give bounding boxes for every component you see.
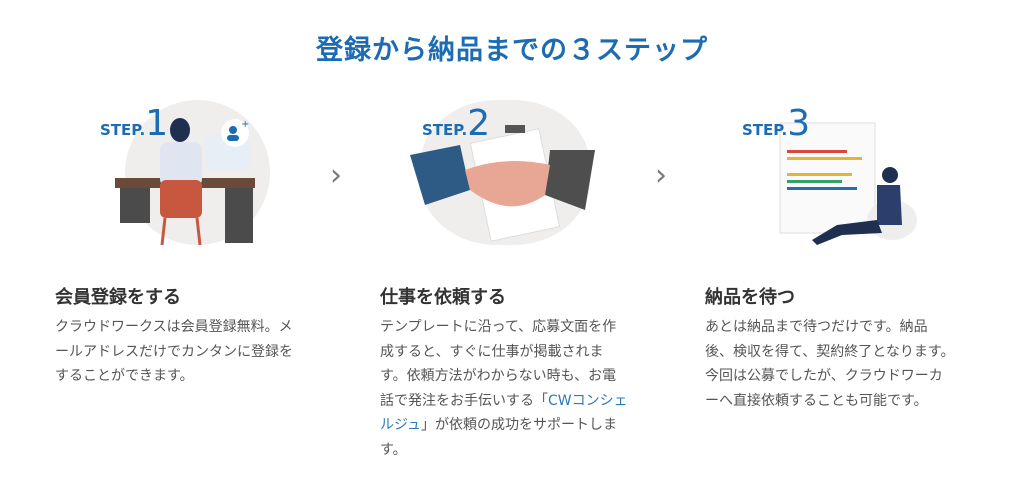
step-1: + STEP.1 (100, 95, 390, 260)
step-1-description: クラウドワークスは会員登録無料。メールアドレスだけでカンタンに登録をすることがで… (55, 319, 293, 384)
cw-concierge-link[interactable]: CWコンシェルジュ (380, 392, 628, 434)
chevron-right-icon: › (330, 158, 342, 193)
chevron-right-icon: › (655, 158, 667, 193)
step-number: 3 (787, 103, 811, 144)
step-3: STEP.3 (742, 95, 1024, 260)
step-3-heading: 納品を待つ (705, 287, 795, 308)
svg-text:+: + (241, 119, 249, 130)
schedule-board-icon (779, 122, 917, 245)
description-text: 」が依頼の成功をサポートします。 (380, 417, 618, 458)
step-1-illustration: + STEP.1 (100, 95, 280, 260)
handshake-icon (410, 125, 595, 242)
page-title: 登録から納品までの３ステップ (316, 35, 708, 66)
step-label: STEP. (742, 121, 788, 139)
step-number: 2 (467, 103, 491, 144)
step-2-illustration: STEP.2 (410, 95, 600, 260)
desk-worker-icon: + (115, 118, 255, 246)
description-text: テンプレートに沿って、応募文面を作成すると、すぐに仕事が掲載されます。依頼方法が… (380, 319, 617, 409)
step-1-heading: 会員登録をする (55, 287, 181, 308)
step-2-description: テンプレートに沿って、応募文面を作成すると、すぐに仕事が掲載されます。依頼方法が… (380, 315, 630, 462)
step-2-heading: 仕事を依頼する (380, 287, 506, 308)
step-number: 1 (145, 103, 169, 144)
step-label: STEP. (100, 121, 146, 139)
step-2: STEP.2 (410, 95, 710, 260)
step-3-description: あとは納品まで待つだけです。納品後、検収を得て、契約終了となります。今回は公募で… (705, 319, 955, 409)
step-label: STEP. (422, 121, 468, 139)
step-3-illustration: STEP.3 (742, 95, 922, 260)
